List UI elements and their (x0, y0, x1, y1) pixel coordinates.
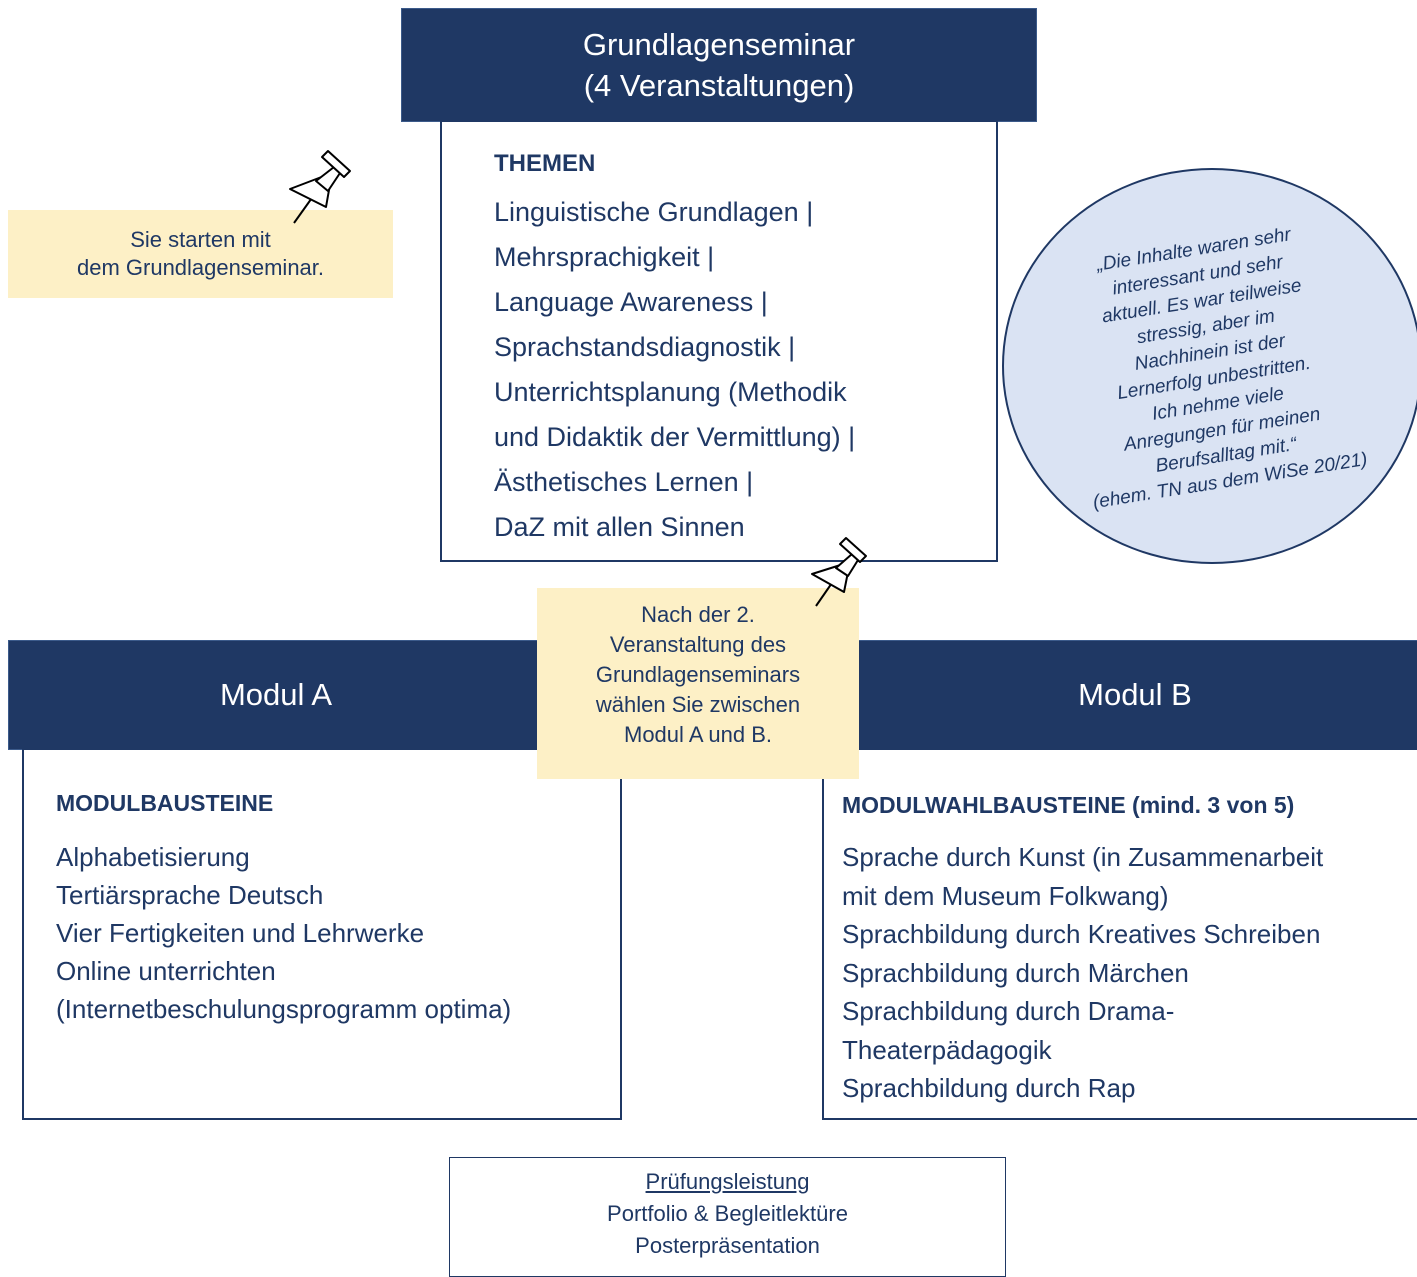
modul-b-item: Sprachbildung durch Märchen (842, 957, 1189, 988)
themen-item: Ästhetisches Lernen | (494, 467, 754, 497)
themen-item: Sprachstandsdiagnostik | (494, 332, 796, 362)
themen-item: Unterrichtsplanung (Methodik (494, 377, 847, 407)
pruefung-title: Prüfungsleistung (645, 1169, 810, 1194)
themen-item: Language Awareness | (494, 287, 768, 317)
themen-heading: THEMEN (494, 150, 596, 177)
themen-item: und Didaktik der Vermittlung) | (494, 422, 856, 452)
modul-b-header: Modul B (852, 640, 1417, 750)
modul-a-heading: MODULBAUSTEINE (56, 790, 274, 816)
modul-a-item: Alphabetisierung (56, 842, 250, 872)
modul-a-item: Tertiärsprache Deutsch (56, 880, 324, 910)
modul-b-heading: MODULWAHLBAUSTEINE (mind. 3 von 5) (842, 792, 1295, 818)
start-note: Sie starten mit dem Grundlagenseminar. (8, 210, 393, 298)
choice-note-line: Grundlagenseminars (595, 662, 801, 687)
quote-text: „Die Inhalte waren sehr interessant und … (1029, 212, 1396, 520)
modul-b-item: Sprache durch Kunst (in Zusammenarbeit (842, 842, 1324, 872)
grundlagenseminar-themen-box: THEMEN Linguistische Grundlagen | Mehrsp… (440, 120, 998, 562)
choice-note-line: Veranstaltung des (609, 632, 787, 657)
modul-b-item: mit dem Museum Folkwang) (842, 880, 1169, 911)
pruefung-box: Prüfungsleistung Portfolio & Begleitlekt… (449, 1157, 1006, 1277)
choice-note-line: Nach der 2. (641, 602, 755, 627)
modul-b-list: Sprache durch Kunst (in Zusammenarbeit m… (842, 838, 1323, 1108)
modul-b-item: Sprachbildung durch Kreatives Schreiben (842, 919, 1321, 949)
modul-b-box: MODULWAHLBAUSTEINE (mind. 3 von 5) Sprac… (822, 748, 1417, 1120)
modul-a-item: (Internetbeschulungsprogramm optima) (56, 994, 512, 1024)
choice-note: Nach der 2. Veranstaltung des Grundlagen… (537, 588, 859, 779)
testimonial-quote: „Die Inhalte waren sehr interessant und … (1002, 168, 1417, 564)
pruefung-item: Posterpräsentation (635, 1233, 820, 1258)
modul-b-item: Sprachbildung durch Rap (842, 1073, 1136, 1103)
choice-note-line: wählen Sie zwischen (595, 692, 801, 717)
modul-a-title: Modul A (219, 677, 332, 712)
pruefung-item: Portfolio & Begleitlektüre (607, 1201, 848, 1226)
themen-item: Mehrsprachigkeit | (494, 242, 715, 272)
modul-b-title: Modul B (1078, 677, 1192, 712)
pushpin-icon (289, 150, 351, 224)
themen-list: Linguistische Grundlagen | Mehrsprachigk… (494, 190, 855, 550)
pushpin-icon (811, 537, 867, 607)
modul-b-item: Theaterpädagogik (842, 1034, 1052, 1065)
modul-a-item: Vier Fertigkeiten und Lehrwerke (56, 918, 425, 948)
grundlagenseminar-title: Grundlagenseminar (582, 27, 856, 62)
modul-a-list: Alphabetisierung Tertiärsprache Deutsch … (56, 838, 511, 1028)
choice-note-line: Modul A und B. (624, 722, 772, 747)
themen-item: DaZ mit allen Sinnen (494, 512, 745, 542)
grundlagenseminar-subtitle: (4 Veranstaltungen) (583, 68, 855, 103)
start-note-line: dem Grundlagenseminar. (76, 255, 325, 280)
themen-item: Linguistische Grundlagen | (494, 197, 814, 227)
modul-a-box: MODULBAUSTEINE Alphabetisierung Tertiärs… (22, 748, 622, 1120)
start-note-line: Sie starten mit (130, 227, 271, 252)
modul-b-item: Sprachbildung durch Drama- (842, 996, 1175, 1026)
modul-a-header: Modul A (8, 640, 544, 750)
grundlagenseminar-header: Grundlagenseminar (4 Veranstaltungen) (401, 8, 1037, 122)
modul-a-item: Online unterrichten (56, 956, 276, 986)
